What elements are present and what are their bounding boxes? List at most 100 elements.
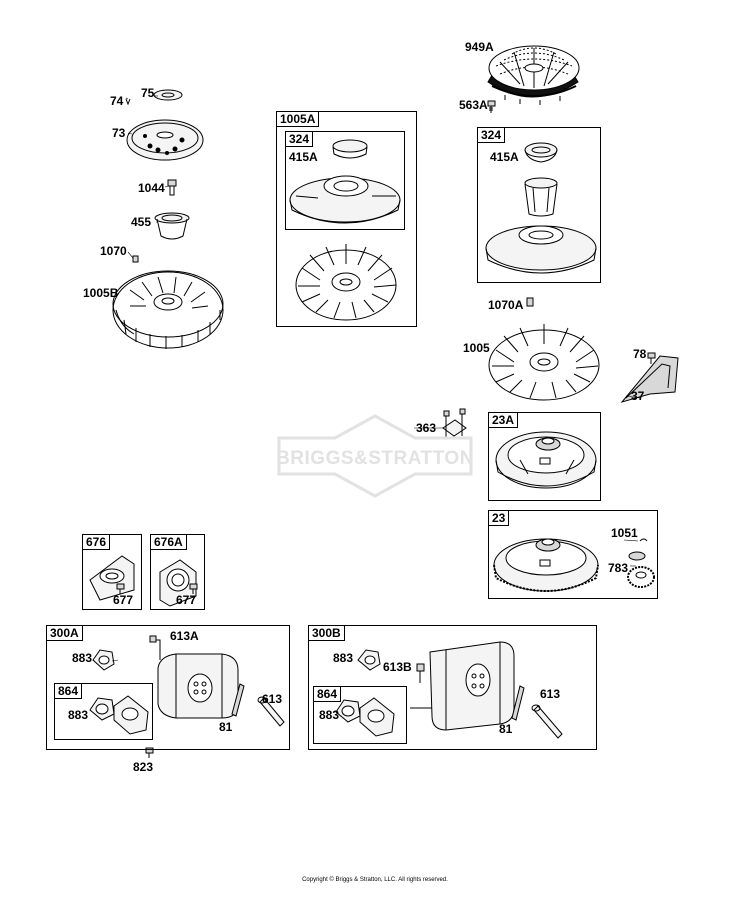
cup-455-drawing: [154, 212, 190, 240]
part-label-563A: 563A: [459, 98, 488, 112]
box-23A: 23A: [488, 412, 601, 501]
flange-864-right-drawing: [359, 697, 395, 737]
bolt-1044-drawing: [167, 179, 177, 196]
box-label-676: 676: [82, 534, 111, 550]
part-label-1070A: 1070A: [488, 298, 524, 312]
box-23: 23: [488, 510, 658, 599]
part-label-75: 75: [141, 86, 155, 100]
housing-1005A-drawing: [289, 175, 401, 224]
part-label-78: 78: [633, 347, 647, 361]
flange-864-left-drawing: [113, 695, 149, 735]
pipe-613-right-drawing: [531, 704, 563, 739]
copyright-notice: Copyright © Briggs & Stratton, LLC. All …: [302, 877, 448, 883]
fan-1005-drawing: [488, 324, 600, 401]
cap-415A-right-drawing: [524, 142, 558, 163]
part-label-883-b: 883: [68, 708, 89, 722]
box-324: 324: [477, 127, 601, 283]
box-300B: 300B: [308, 625, 597, 750]
fan-1005A-drawing: [295, 244, 397, 321]
washer-75-drawing: [153, 89, 183, 101]
screw-78-drawing: [647, 352, 656, 364]
cup-324-drawing: [524, 177, 558, 217]
part-label-74: 74: [110, 94, 124, 108]
pipe-613-left-drawing: [257, 696, 285, 727]
part-label-883-a: 883: [72, 651, 93, 665]
part-label-613-left: 613: [262, 692, 283, 706]
box-676: 676: [82, 534, 142, 610]
part-label-1044: 1044: [138, 181, 165, 195]
box-label-300A: 300A: [46, 625, 83, 641]
screw-823-drawing: [145, 747, 154, 758]
cap-415A-left-drawing: [332, 139, 368, 159]
part-label-73: 73: [112, 126, 126, 140]
box-label-23: 23: [488, 510, 510, 526]
part-label-1051: 1051: [611, 526, 638, 540]
key-1070-drawing: [132, 255, 139, 263]
plate-81-right-drawing: [511, 685, 525, 721]
box-label-864-left: 864: [54, 683, 83, 699]
part-label-81-left: 81: [219, 720, 233, 734]
muffler-300A-drawing: [149, 635, 239, 719]
pin-74-drawing: [125, 98, 131, 106]
part-label-37: 37: [631, 389, 645, 403]
part-label-883-c: 883: [333, 651, 354, 665]
grille-949A-drawing: [487, 45, 580, 105]
gasket-883-c-drawing: [357, 649, 381, 671]
part-label-677-left: 677: [113, 593, 134, 607]
box-864-left: 864: [54, 683, 153, 740]
fan-1005B-drawing: [112, 270, 224, 349]
part-label-1070: 1070: [100, 244, 127, 258]
part-label-949A: 949A: [465, 40, 494, 54]
bracket-363-drawing: [442, 408, 467, 438]
part-label-1005: 1005: [463, 341, 490, 355]
screen-73-drawing: [126, 119, 204, 161]
part-label-415A-left: 415A: [289, 150, 318, 164]
box-label-1005A: 1005A: [276, 111, 320, 127]
part-label-455: 455: [131, 215, 152, 229]
plate-81-left-drawing: [231, 683, 245, 717]
watermark-text: BRIGGS&STRATTON: [276, 448, 474, 469]
part-label-613-right: 613: [540, 687, 561, 701]
screw-677-right-drawing: [189, 583, 198, 594]
box-1005A: 1005A: [276, 111, 417, 327]
gasket-676A-drawing: [159, 559, 197, 607]
gear-783-drawing: [627, 551, 655, 588]
part-label-883-d: 883: [319, 708, 340, 722]
box-864-right: 864: [313, 686, 407, 744]
watermark-logo-outline: [277, 414, 473, 498]
part-label-415A-right: 415A: [490, 150, 519, 164]
box-676A: 676A: [150, 534, 205, 610]
part-label-823: 823: [133, 760, 154, 774]
part-label-1005B: 1005B: [83, 286, 119, 300]
screw-677-left-drawing: [116, 583, 125, 594]
part-label-783: 783: [608, 561, 629, 575]
part-label-613A: 613A: [170, 629, 199, 643]
leader-lines: [111, 95, 641, 662]
clip-1051-drawing: [639, 538, 648, 542]
part-label-677-right: 677: [176, 593, 197, 607]
box-label-324-inner: 324: [285, 131, 314, 147]
housing-324-right-drawing: [485, 225, 597, 274]
box-324-inner: 324: [285, 131, 405, 230]
screw-563A-drawing: [487, 100, 496, 113]
box-label-676A: 676A: [150, 534, 187, 550]
part-label-613B: 613B: [383, 660, 412, 674]
muffler-300B-drawing: [410, 641, 515, 731]
box-label-300B: 300B: [308, 625, 345, 641]
key-1070A-drawing: [526, 297, 534, 307]
part-label-81-right: 81: [499, 722, 513, 736]
flywheel-23-drawing: [493, 538, 599, 592]
box-label-23A: 23A: [488, 412, 519, 428]
box-label-864-right: 864: [313, 686, 342, 702]
flywheel-23A-drawing: [495, 431, 597, 489]
briggs-stratton-watermark: BRIGGS&STRATTON: [275, 412, 475, 498]
gasket-883-a-drawing: [92, 649, 115, 671]
box-300A: 300A: [46, 625, 290, 750]
bolt-613B-drawing: [416, 663, 425, 683]
gasket-883-b-drawing: [89, 697, 115, 721]
part-label-363: 363: [416, 421, 437, 435]
box-label-324: 324: [477, 127, 506, 143]
deflector-37-drawing: [620, 355, 679, 403]
gasket-883-d-drawing: [335, 699, 361, 723]
